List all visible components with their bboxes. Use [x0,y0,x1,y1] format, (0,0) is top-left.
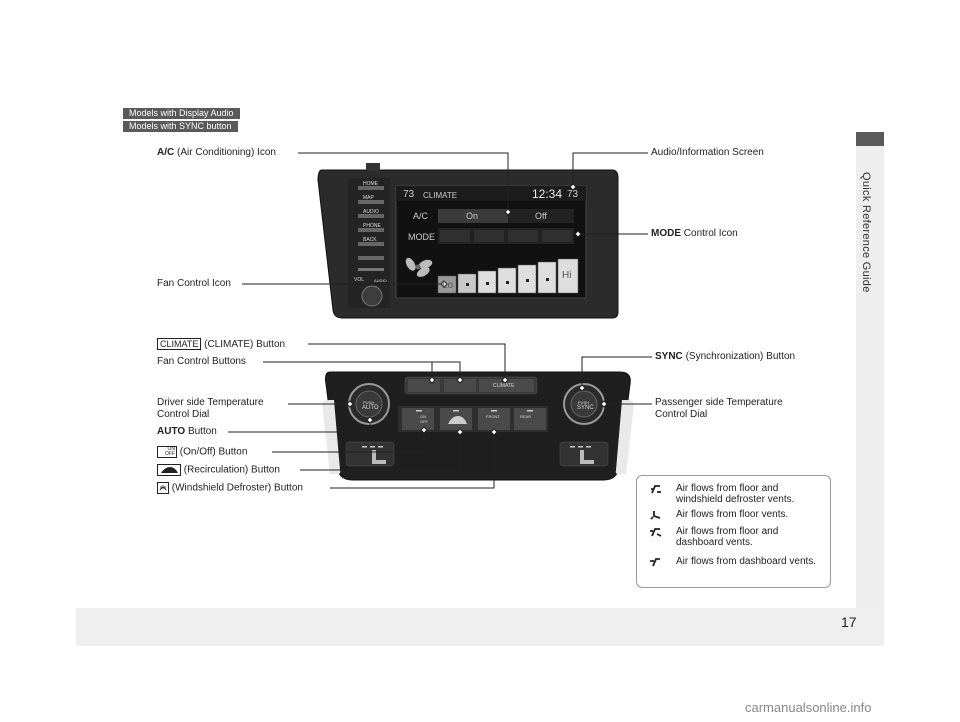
model-tag-sync-button: Models with SYNC button [123,121,238,132]
on-off-button [402,408,434,430]
label-passenger-dial-2: Control Dial [655,409,708,420]
audio-small-label: AUDIO [374,278,387,283]
panel-climate-text[interactable]: CLIMATE [493,383,515,389]
label-driver-dial-1: Driver side Temperature [157,397,264,408]
fan-icon [405,257,433,277]
label-ac-icon: A/C (Air Conditioning) Icon [157,147,276,158]
rear-defroster-button [514,408,546,430]
hard-button-home[interactable]: HOME [363,181,378,187]
hard-button-audio[interactable]: AUDIO [363,209,379,215]
fan-down-button [408,379,440,392]
page-number: 17 [841,614,857,630]
label-driver-dial-2: Control Dial [157,409,210,420]
push-auto-2[interactable]: AUTO [362,405,379,411]
recirculation-icon [157,464,181,476]
screen-fan-hi[interactable]: Hi [562,270,572,281]
label-mode-icon: MODE Control Icon [651,228,738,239]
hard-button-back[interactable]: BACK [363,237,377,243]
leader-lines [228,152,652,489]
label-fan-icon: Fan Control Icon [157,278,231,289]
bezel-clip [366,163,380,171]
windshield-defroster-button [478,408,510,430]
panel-rear-text: REAR [520,414,532,419]
screen-ac-on[interactable]: On [466,211,479,221]
push-auto-1: PUSH [363,400,375,405]
label-climate-button: CLIMATE (CLIMATE) Button [157,338,285,351]
ac-off-cell [508,209,574,223]
label-recirc-button: (Recirculation) Button [157,464,280,477]
panel-on-text: ON [420,414,426,419]
screen-mode-label: MODE [408,232,435,242]
vol-label: VOL [354,277,365,283]
panel-front-text: FRONT [486,414,500,419]
label-passenger-dial-1: Passenger side Temperature [655,397,783,408]
label-defrost-button: (Windshield Defroster) Button [157,482,303,495]
driver-seat-heater-button [345,441,395,467]
screen-ac-off[interactable]: Off [535,211,547,221]
label-sync-button: SYNC (Synchronization) Button [655,351,796,362]
footer-bar [76,608,884,646]
ac-on-cell [438,209,508,223]
label-auto-button: AUTO Button [157,426,217,437]
screen-fan-lo[interactable]: Lo [442,280,454,291]
label-fan-buttons: Fan Control Buttons [157,356,246,367]
hard-button-map[interactable]: MAP [363,195,374,201]
push-sync-1: PUSH [578,400,590,405]
screen-ac-label: A/C [413,211,429,221]
panel-off-text: OFF [420,419,428,424]
screen-temp-right: 73 [567,189,579,200]
floor-mode-icon [650,511,661,520]
model-tag-display-audio: Models with Display Audio [123,108,240,119]
screen-clock: 12:34 [532,187,563,201]
side-tab-title: Quick Reference Guide [860,172,872,293]
volume-knob [361,285,383,307]
label-audio-screen: Audio/Information Screen [651,147,764,158]
airflow-legend: Air flows from floor and windshield defr… [636,475,831,588]
side-tab: Quick Reference Guide [856,132,884,646]
floor-windshield-mode-icon [651,485,661,494]
dashboard-mode-icon [650,558,660,567]
fan-up-button [444,379,476,392]
push-sync-2[interactable]: SYNC [577,405,594,411]
watermark: carmanualsonline.info [745,700,872,715]
windshield-defroster-icon [157,482,169,494]
floor-dashboard-mode-icon [650,528,662,537]
climate-button-shape [479,379,534,392]
hard-button-phone[interactable]: PHONE [363,223,381,229]
screen-temp-left: 73 [403,189,415,200]
screen-title: CLIMATE [423,191,458,200]
